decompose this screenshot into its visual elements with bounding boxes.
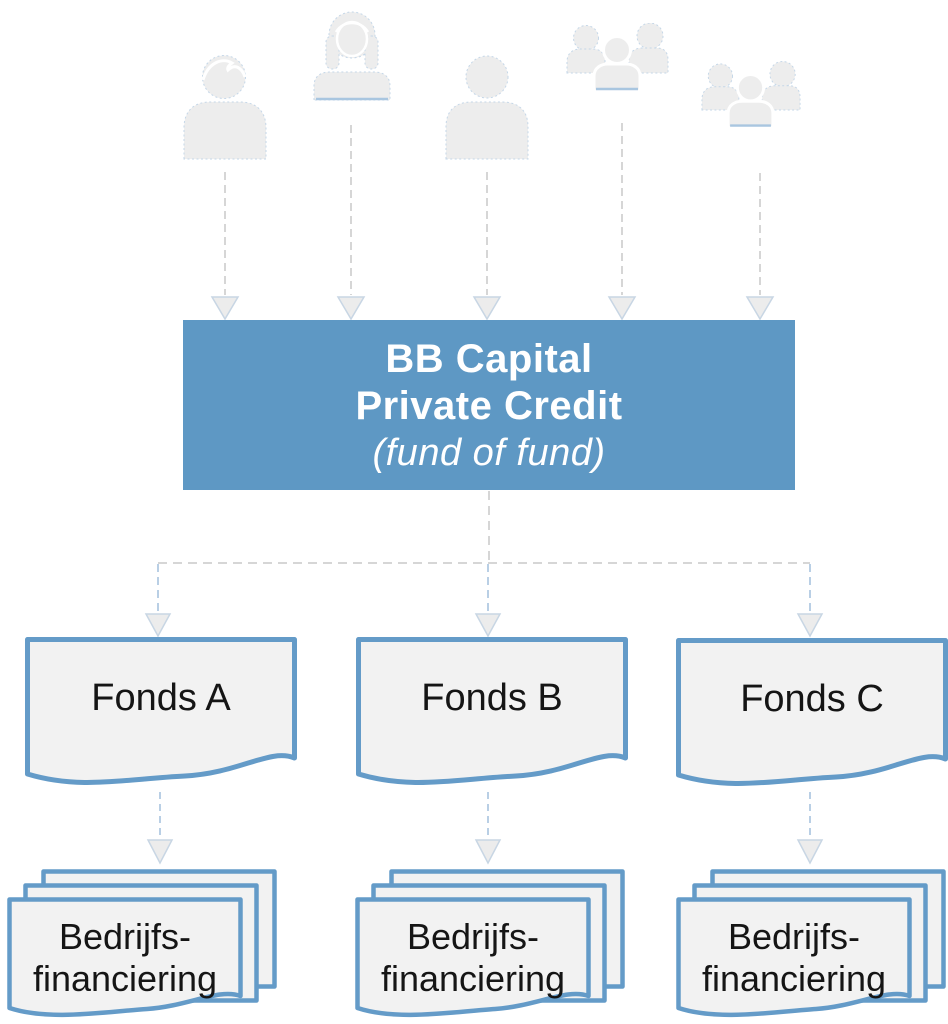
investment-stack-c: Bedrijfs- financiering (676, 869, 946, 1021)
investment-stack-a: Bedrijfs- financiering (7, 869, 277, 1021)
single-investor-icon (445, 55, 529, 160)
investment-c-line2: financiering (701, 958, 887, 999)
investor-arrowheads (210, 296, 775, 321)
investment-c-line1: Bedrijfs- (727, 916, 861, 957)
investment-b-line1: Bedrijfs- (406, 916, 540, 957)
document-shape (25, 637, 297, 785)
investment-a-label: Bedrijfs- financiering (7, 899, 243, 1017)
investor-group-icon (566, 23, 669, 91)
fonds-c-label: Fonds C (740, 677, 884, 720)
investor-group-icon (701, 60, 801, 129)
document-shape (356, 637, 628, 785)
female-investor-icon (313, 11, 391, 101)
multi-document-shape (676, 869, 946, 1018)
tree-arrowheads (144, 613, 824, 638)
fund-subtitle: (fund of fund) (372, 432, 606, 474)
tree-branch-lines (157, 564, 811, 612)
document-shape (676, 638, 948, 786)
investment-arrowheads (146, 839, 824, 865)
investment-a-line2: financiering (32, 958, 218, 999)
investment-stack-b: Bedrijfs- financiering (355, 869, 625, 1021)
fonds-a-shape: Fonds A (25, 637, 297, 789)
investment-a-line1: Bedrijfs- (58, 916, 192, 957)
fund-to-investment-lines (159, 792, 811, 838)
investment-c-label: Bedrijfs- financiering (676, 899, 912, 1017)
fonds-b-shape: Fonds B (356, 637, 628, 789)
fund-title-line1: BB Capital (385, 337, 593, 381)
fonds-a-label: Fonds A (91, 676, 231, 719)
investment-b-label: Bedrijfs- financiering (355, 899, 591, 1017)
multi-document-shape (7, 869, 277, 1018)
fonds-c-shape: Fonds C (676, 638, 948, 790)
fund-of-fund-box: BB Capital Private Credit (fund of fund) (183, 320, 795, 490)
fonds-b-label: Fonds B (421, 676, 563, 719)
multi-document-shape (355, 869, 625, 1018)
tree-trunk-lines (158, 491, 810, 564)
investment-b-line2: financiering (380, 958, 566, 999)
investor-arrow-lines (224, 123, 761, 295)
fund-title-line2: Private Credit (355, 384, 623, 428)
male-investor-icon (183, 55, 267, 160)
